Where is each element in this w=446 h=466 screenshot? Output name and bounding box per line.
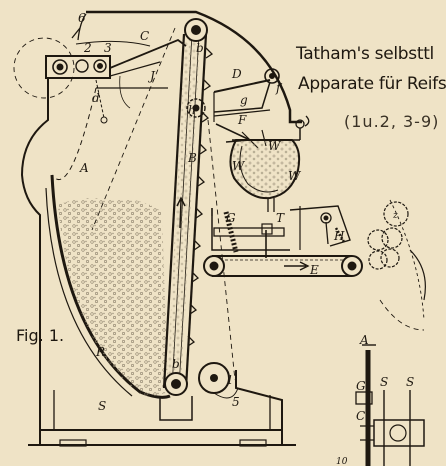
label-f: f: [275, 81, 283, 95]
caption-line-2: Apparate für Reifs: [298, 74, 446, 94]
label-5: 5: [232, 395, 240, 409]
label-3: 3: [104, 41, 112, 55]
label-6: 6: [78, 11, 86, 25]
label-R: R: [95, 345, 105, 359]
label-g: g: [240, 93, 248, 107]
top-pulley: [184, 18, 208, 42]
diagram-page: Tatham's selbsttl Apparate für Reifs (1u…: [13, 10, 446, 466]
label-G: G: [226, 211, 236, 225]
label-2: 2: [83, 41, 92, 55]
right-rolls: [367, 201, 426, 301]
label-W: W: [268, 139, 282, 153]
caption-line-1: Tatham's selbsttl: [296, 44, 434, 64]
belt-grain: [167, 40, 200, 386]
label-W1: W: [232, 159, 246, 173]
spindle-detail: [355, 344, 425, 466]
caption-line-3: (1u.2, 3-9): [344, 112, 440, 131]
drive-wheel: [198, 362, 239, 399]
label-J: J: [147, 69, 156, 83]
machine-drawing: 6 C 2 3 d J b D f g h F W W W A B G T H …: [13, 10, 426, 466]
label-C: C: [140, 29, 149, 43]
label-T: T: [276, 211, 285, 225]
conveyor-e: [203, 255, 363, 277]
label-b-bottom: b: [172, 357, 180, 371]
label-S-right-2: S: [406, 375, 414, 389]
belt-buckets: [187, 47, 214, 347]
label-b-top: b: [196, 41, 204, 55]
belt-arrow: [176, 196, 186, 229]
top-left-rollers: [45, 38, 187, 124]
part-labels: 6 C 2 3 d J b D f g h F W W W A B G T H …: [78, 11, 414, 466]
weighing-vessel: [229, 119, 305, 212]
label-E: E: [309, 263, 319, 277]
label-z: z: [392, 211, 398, 221]
label-W2: W: [288, 169, 302, 183]
rice-mass: [58, 198, 168, 396]
label-d: d: [92, 91, 100, 105]
lower-mechanism: [211, 205, 351, 258]
label-G1: G: [356, 379, 366, 393]
top-hood: [71, 10, 310, 127]
label-A1: A: [359, 333, 369, 347]
label-h: h: [188, 103, 196, 117]
label-S-right-1: S: [380, 375, 388, 389]
machine-frame: [20, 78, 296, 447]
label-1: 1: [226, 373, 234, 387]
label-S: S: [98, 399, 106, 413]
label-B: B: [187, 151, 197, 165]
label-10: 10: [336, 457, 348, 466]
label-C1: C: [356, 409, 365, 423]
label-H: H: [333, 229, 345, 243]
label-F: F: [237, 113, 247, 127]
bottom-pulley: [159, 372, 193, 421]
gear-h: [186, 98, 206, 118]
right-linkage: [213, 68, 280, 122]
label-D: D: [231, 67, 242, 81]
label-A: A: [79, 161, 89, 175]
